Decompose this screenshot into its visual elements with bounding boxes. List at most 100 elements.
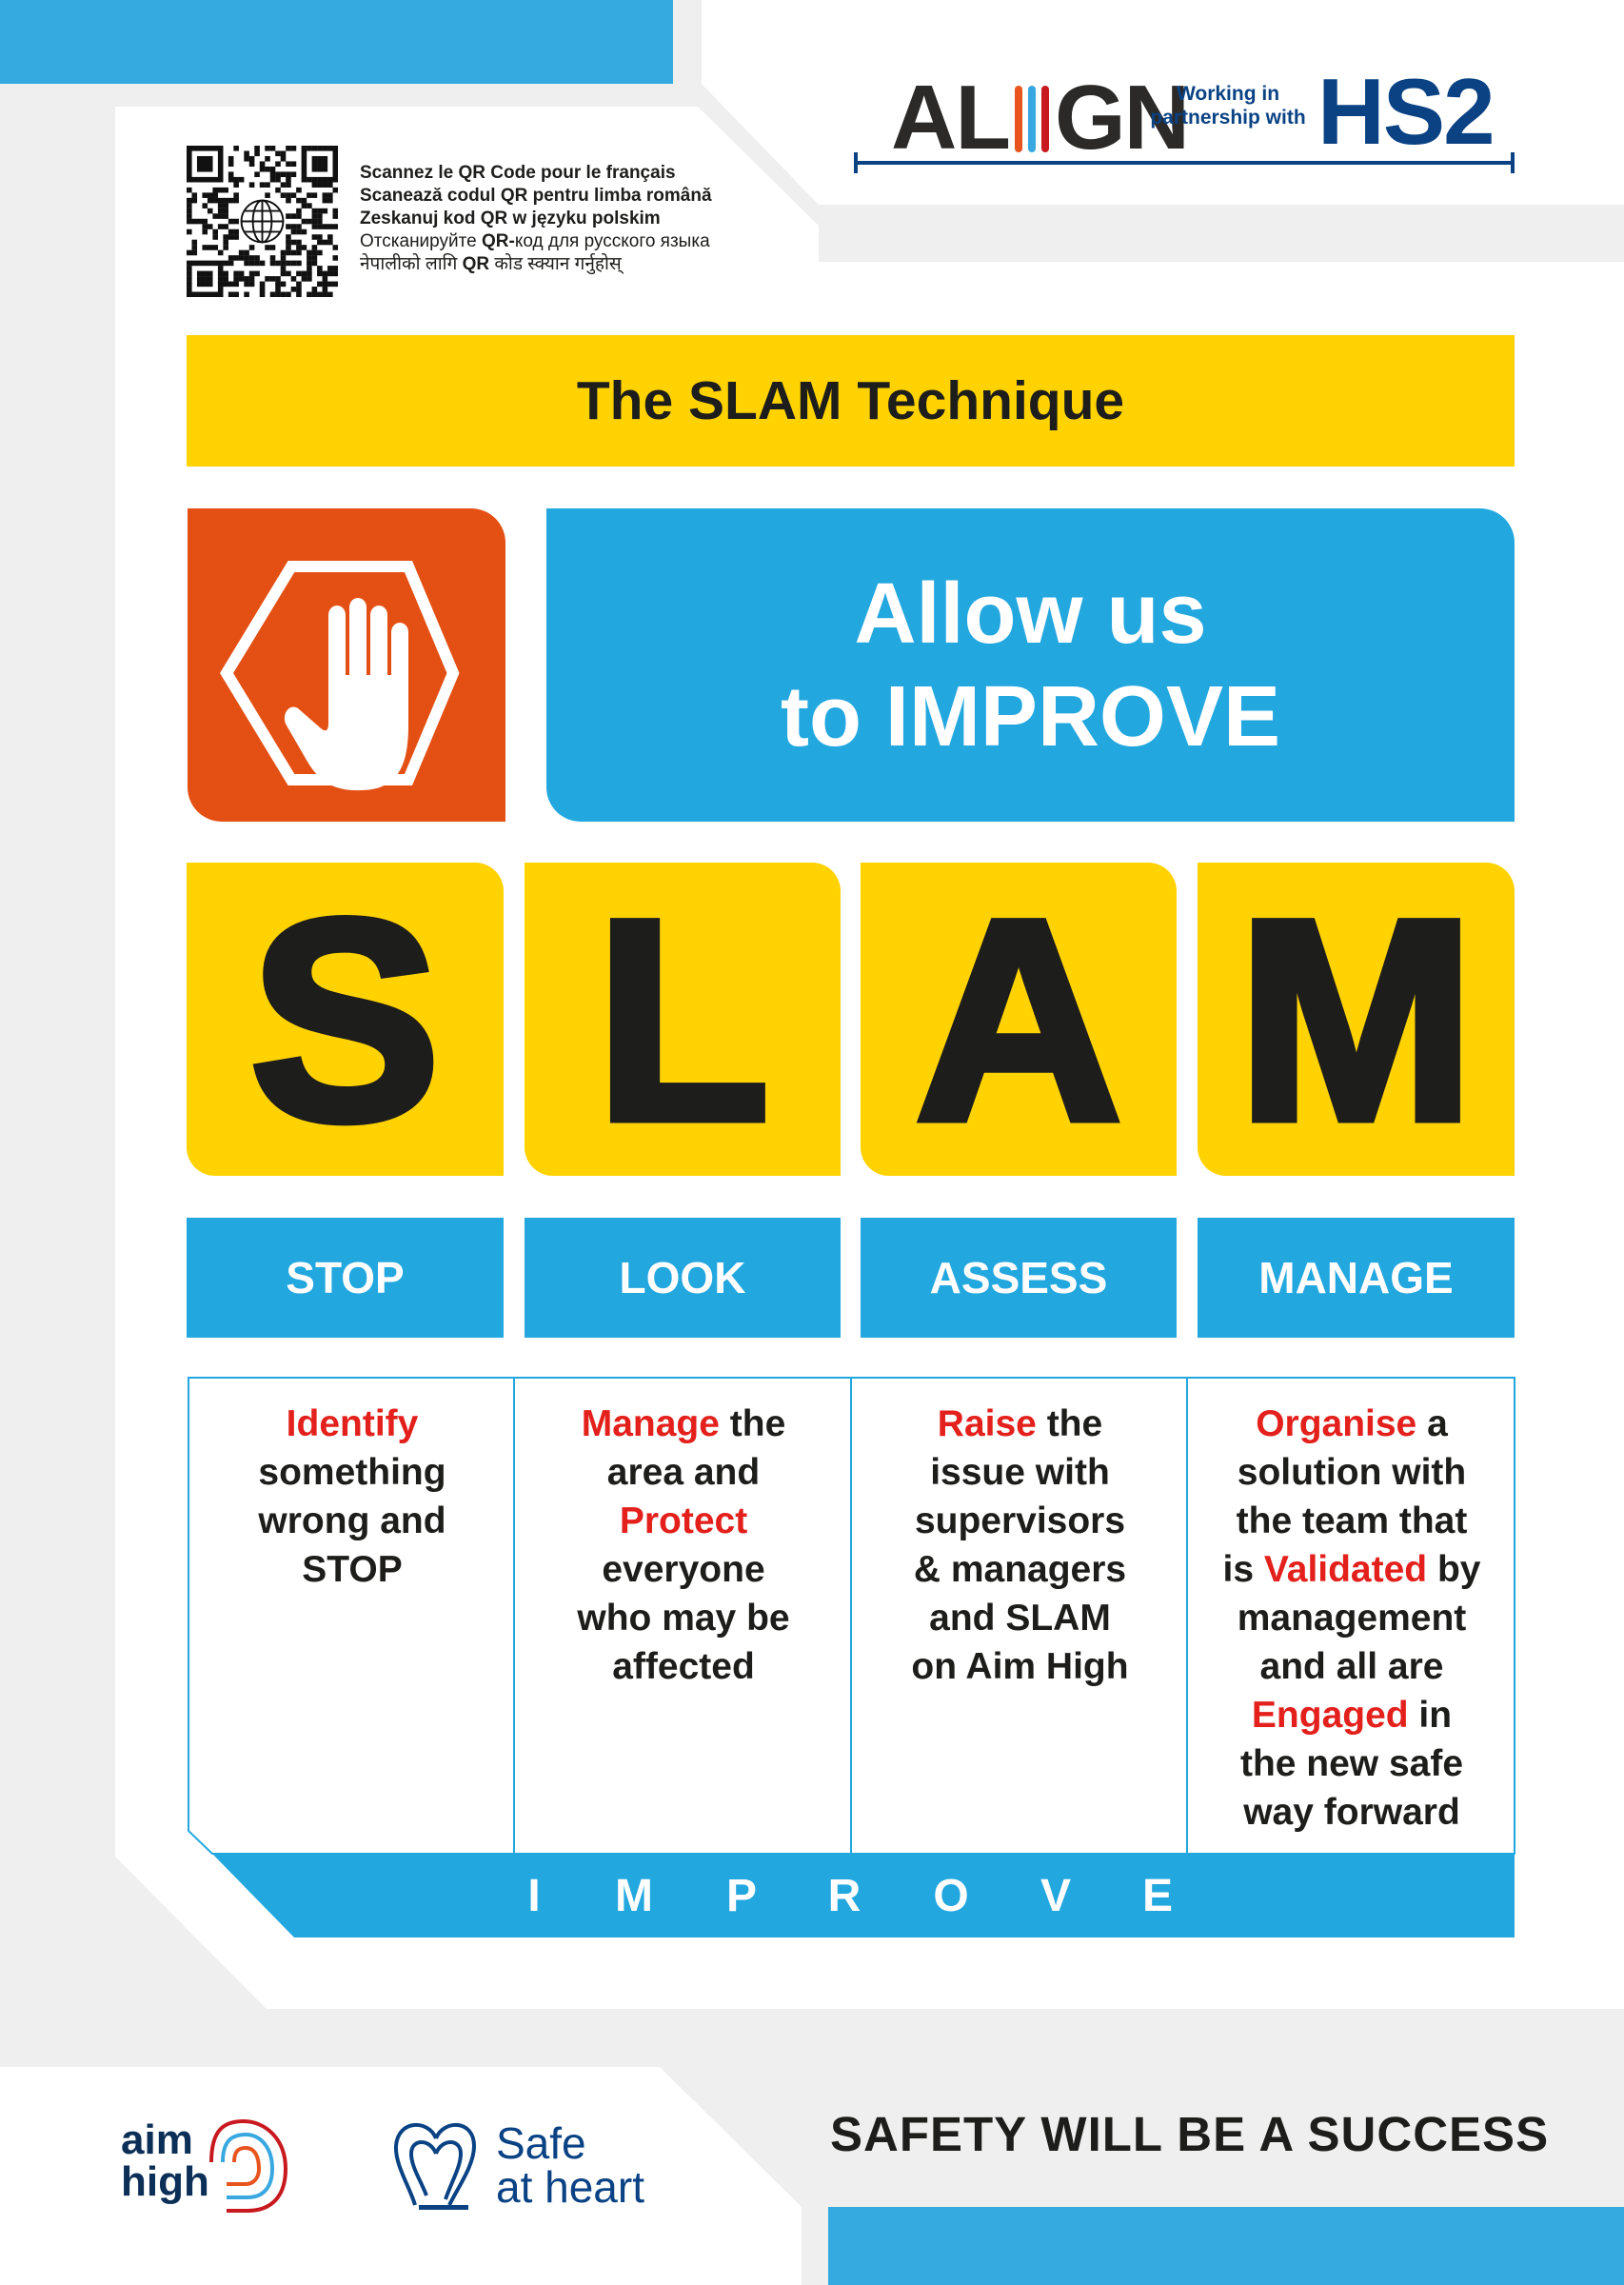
qr-line-polish: Zeskanuj kod QR w języku polskim (360, 209, 661, 228)
qr-ru-pre: Отсканируйте (360, 231, 482, 251)
description-text: by (1427, 1549, 1481, 1590)
improve-letter: I (527, 1871, 541, 1921)
description-text: something (258, 1452, 446, 1493)
description-text: the new safe (1239, 1743, 1464, 1784)
align-logo-right: GN (1054, 67, 1190, 169)
description-line: & managers (853, 1545, 1187, 1594)
description-line: who may be (516, 1594, 851, 1642)
improve-letter: M (615, 1871, 653, 1921)
label-look: LOOK (525, 1218, 841, 1338)
qr-line-romanian: Scanează codul QR pentru limba română (360, 186, 712, 206)
description-text: supervisors (914, 1500, 1126, 1541)
description-line: Organise a (1189, 1400, 1515, 1448)
description-text: is (1222, 1549, 1264, 1590)
footer-panel (0, 2067, 802, 2285)
qr-line-russian: Отсканируйте QR-код для русского языка (360, 230, 712, 253)
bottom-blue-bar (828, 2207, 1624, 2285)
description-text: everyone (602, 1549, 765, 1590)
description-line: STOP (190, 1545, 514, 1594)
aim-high-line-2: high (121, 2158, 209, 2205)
logo-underline-tick (1511, 152, 1515, 173)
description-text: the (1036, 1403, 1103, 1444)
safe-at-heart-icon (393, 2123, 477, 2210)
slam-letter: L (591, 859, 774, 1180)
description-text: area and (606, 1452, 761, 1493)
logo-underline-tick (854, 152, 858, 173)
description-line: and all are (1189, 1642, 1515, 1691)
highlight-word: Raise (937, 1403, 1037, 1444)
slam-tile-s: S (187, 863, 504, 1176)
description-text: in (1408, 1695, 1453, 1736)
slam-tile-l: L (525, 863, 841, 1176)
page-title: The SLAM Technique (187, 335, 1515, 467)
description-line: wrong and (190, 1497, 514, 1545)
slam-tile-m: M (1198, 863, 1515, 1176)
globe-icon (240, 199, 285, 244)
footer-slogan: SAFETY WILL BE A SUCCESS (830, 2107, 1550, 2161)
safe-at-heart-logo: Safe at heart (496, 2121, 644, 2209)
description-line: on Aim High (853, 1642, 1187, 1691)
slam-letter: A (911, 859, 1126, 1180)
allow-us-to-improve-banner: Allow us to IMPROVE (546, 508, 1515, 822)
logo-underline (854, 161, 1515, 165)
slam-tile-a: A (861, 863, 1177, 1176)
description-line: solution with (1189, 1448, 1515, 1497)
highlight-word: Protect (619, 1500, 748, 1541)
description-text: and SLAM (929, 1598, 1111, 1639)
banner-line-2: to IMPROVE (780, 668, 1280, 765)
description-text: way forward (1243, 1792, 1460, 1833)
description-line: Manage the (516, 1400, 851, 1448)
align-logo: AL GN (891, 67, 1190, 169)
slam-letter: M (1233, 859, 1479, 1180)
description-text: and all are (1259, 1646, 1444, 1687)
aim-high-line-1: aim (121, 2116, 193, 2163)
description-line: Raise the (853, 1400, 1187, 1448)
highlight-word: Identify (286, 1403, 419, 1444)
description-text: STOP (302, 1549, 403, 1590)
align-logo-left: AL (891, 67, 1011, 169)
partner-line-2: partnership with (1150, 107, 1306, 129)
label-assess: ASSESS (861, 1218, 1177, 1338)
aim-high-arcs-icon (209, 2119, 288, 2213)
description-line: way forward (1189, 1788, 1515, 1837)
stop-sign-panel (188, 508, 505, 822)
improve-letter: O (933, 1871, 969, 1921)
aim-high-logo: aim high (121, 2119, 209, 2203)
improve-letter: R (827, 1871, 862, 1921)
description-text: wrong and (258, 1500, 446, 1541)
partner-line-1: Working in (1176, 83, 1280, 105)
qr-ne-post: कोड स्क्यान गर्नुहोस् (489, 254, 622, 274)
description-line: and SLAM (853, 1594, 1187, 1642)
slam-letter: S (246, 859, 445, 1180)
description-line: Protect (516, 1497, 851, 1545)
improve-letter: V (1040, 1871, 1071, 1921)
description-line: supervisors (853, 1497, 1187, 1545)
highlight-word: Manage (581, 1403, 720, 1444)
safe-at-heart-line-1: Safe (496, 2118, 586, 2168)
label-stop: STOP (187, 1218, 504, 1338)
highlight-word: Organise (1256, 1403, 1417, 1444)
qr-code[interactable] (187, 146, 338, 297)
improve-letter: P (725, 1871, 757, 1921)
top-blue-bar (0, 0, 673, 84)
qr-ne-bold: QR (462, 254, 490, 274)
highlight-word: Engaged (1251, 1695, 1409, 1736)
improve-letter: E (1141, 1871, 1173, 1921)
description-line: management (1189, 1594, 1515, 1642)
qr-line-french: Scannez le QR Code pour le français (360, 163, 676, 183)
description-line: the new safe (1189, 1739, 1515, 1788)
description-line: everyone (516, 1545, 851, 1594)
description-line: affected (516, 1642, 851, 1691)
description-text: who may be (577, 1598, 790, 1639)
align-bars-icon (1014, 86, 1049, 152)
hs2-logo: HS2 (1317, 59, 1495, 164)
description-text: management (1237, 1598, 1467, 1639)
description-text: the (719, 1403, 786, 1444)
banner-line-1: Allow us (854, 566, 1207, 662)
description-line: area and (516, 1448, 851, 1497)
description-text: issue with (930, 1452, 1110, 1493)
